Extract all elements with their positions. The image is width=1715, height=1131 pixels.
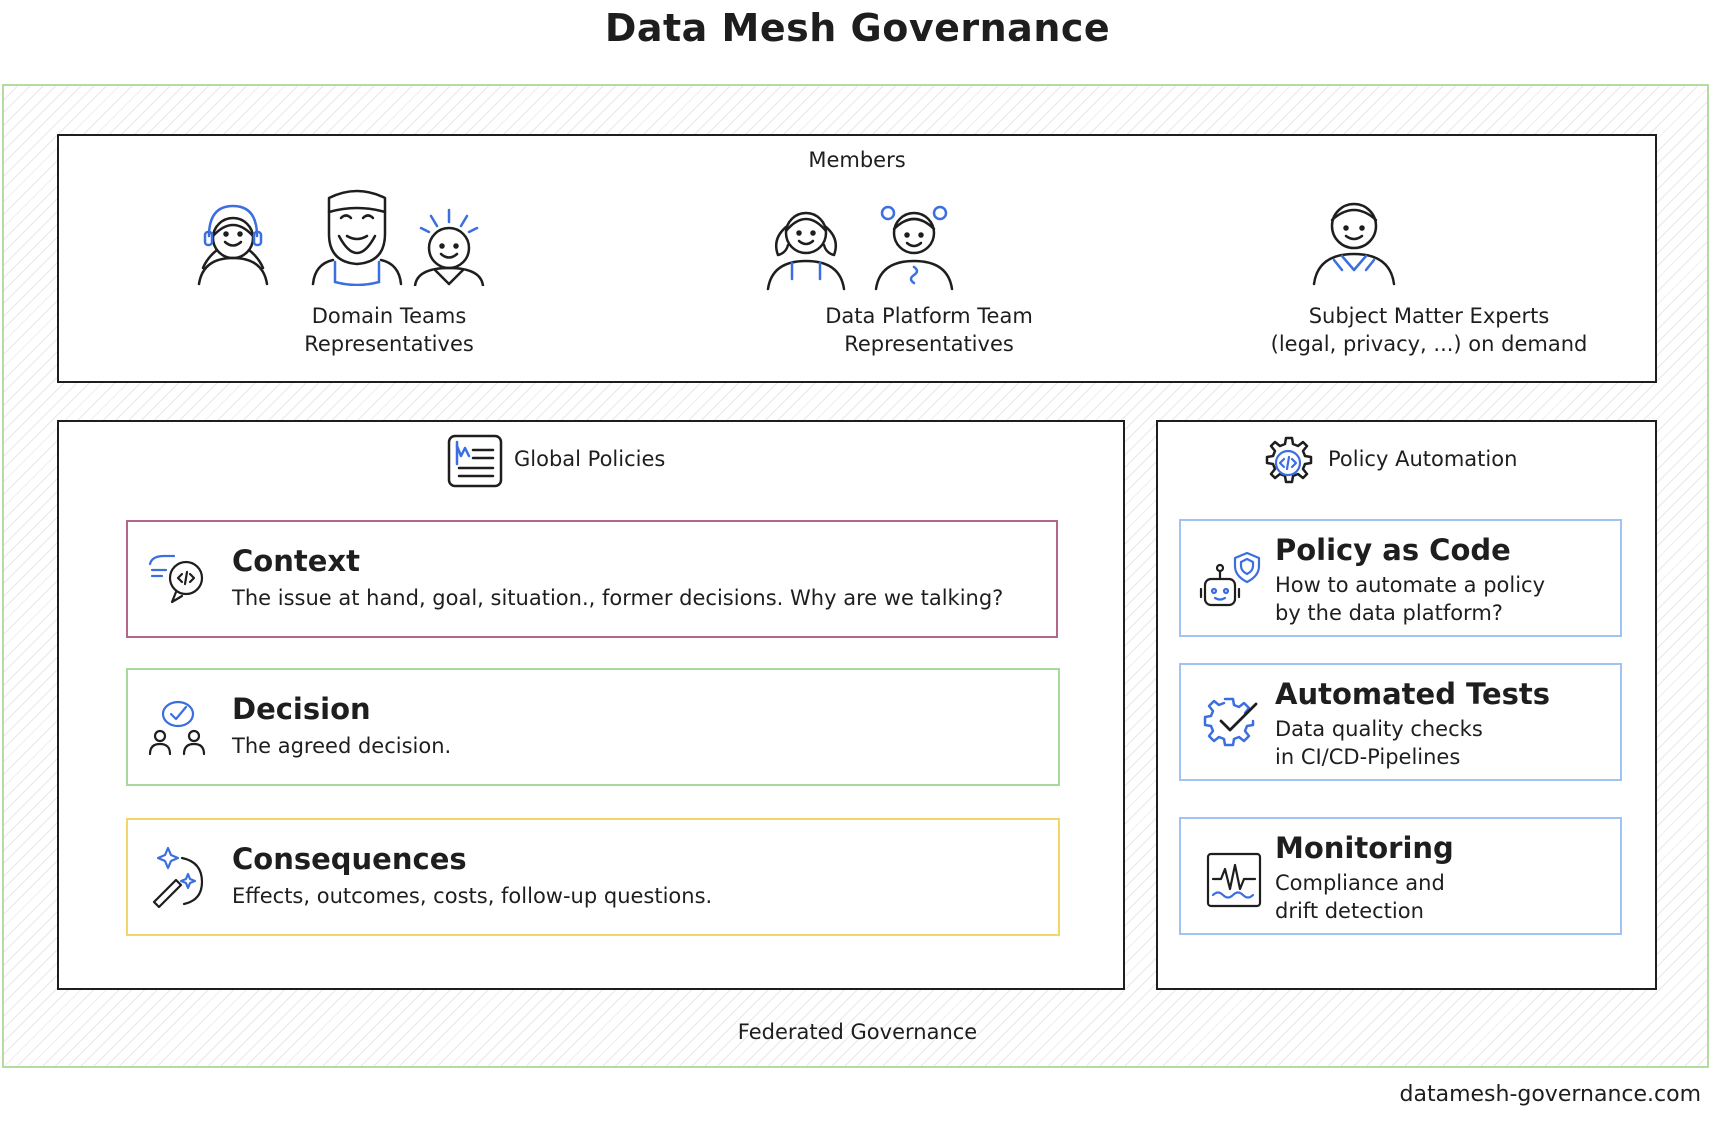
subject-matter-expert-avatar-icon (1312, 202, 1396, 286)
gear-check-icon (1203, 697, 1258, 747)
platform-team-label: Data Platform Team Representatives (825, 304, 1033, 356)
consequences-heading: Consequences (232, 842, 467, 876)
policy-as-code-card: Policy as Code How to automate a policy … (1179, 519, 1622, 637)
domain-team-avatars-icon (197, 189, 485, 286)
context-text: The issue at hand, goal, situation., for… (232, 586, 1004, 610)
decision-heading: Decision (232, 692, 371, 726)
monitoring-heading: Monitoring (1275, 831, 1454, 865)
page-title: Data Mesh Governance (604, 6, 1111, 50)
global-policies-title: Global Policies (514, 447, 666, 471)
platform-team-avatars-icon (766, 205, 954, 291)
footer-url[interactable]: datamesh-governance.com (1399, 1082, 1701, 1107)
context-heading: Context (232, 544, 360, 578)
context-card: Context The issue at hand, goal, situati… (126, 520, 1058, 638)
policy-as-code-text: How to automate a policy by the data pla… (1275, 573, 1546, 625)
robot-shield-icon (1199, 551, 1261, 607)
people-check-icon (148, 700, 206, 756)
automated-tests-heading: Automated Tests (1275, 677, 1551, 711)
monitoring-text: Compliance and drift detection (1275, 871, 1445, 923)
subject-matter-experts-label: Subject Matter Experts (legal, privacy, … (1270, 304, 1588, 356)
monitor-wave-icon (1206, 852, 1262, 908)
monitoring-card: Monitoring Compliance and drift detectio… (1179, 817, 1622, 935)
magic-wand-icon (152, 846, 204, 909)
decision-text: The agreed decision. (232, 734, 452, 758)
members-title: Members (808, 148, 906, 172)
automated-tests-card: Automated Tests Data quality checks in C… (1179, 663, 1622, 781)
decision-card: Decision The agreed decision. (126, 668, 1060, 786)
policy-automation-title: Policy Automation (1328, 447, 1518, 471)
federated-governance-label: Federated Governance (737, 1020, 978, 1044)
chat-code-icon (148, 554, 204, 604)
policy-document-icon (447, 434, 503, 488)
consequences-text: Effects, outcomes, costs, follow-up ques… (232, 884, 713, 908)
policy-automation-panel: Policy Automation Policy as Code How to … (1156, 420, 1657, 990)
policy-as-code-heading: Policy as Code (1275, 533, 1511, 567)
global-policies-panel: Global Policies Context The issue at han… (57, 420, 1125, 990)
members-panel: Members (57, 134, 1657, 383)
consequences-card: Consequences Effects, outcomes, costs, f… (126, 818, 1060, 936)
automated-tests-text: Data quality checks in CI/CD-Pipelines (1275, 717, 1483, 769)
gear-code-icon (1265, 436, 1313, 484)
domain-teams-label: Domain Teams Representatives (304, 304, 474, 356)
